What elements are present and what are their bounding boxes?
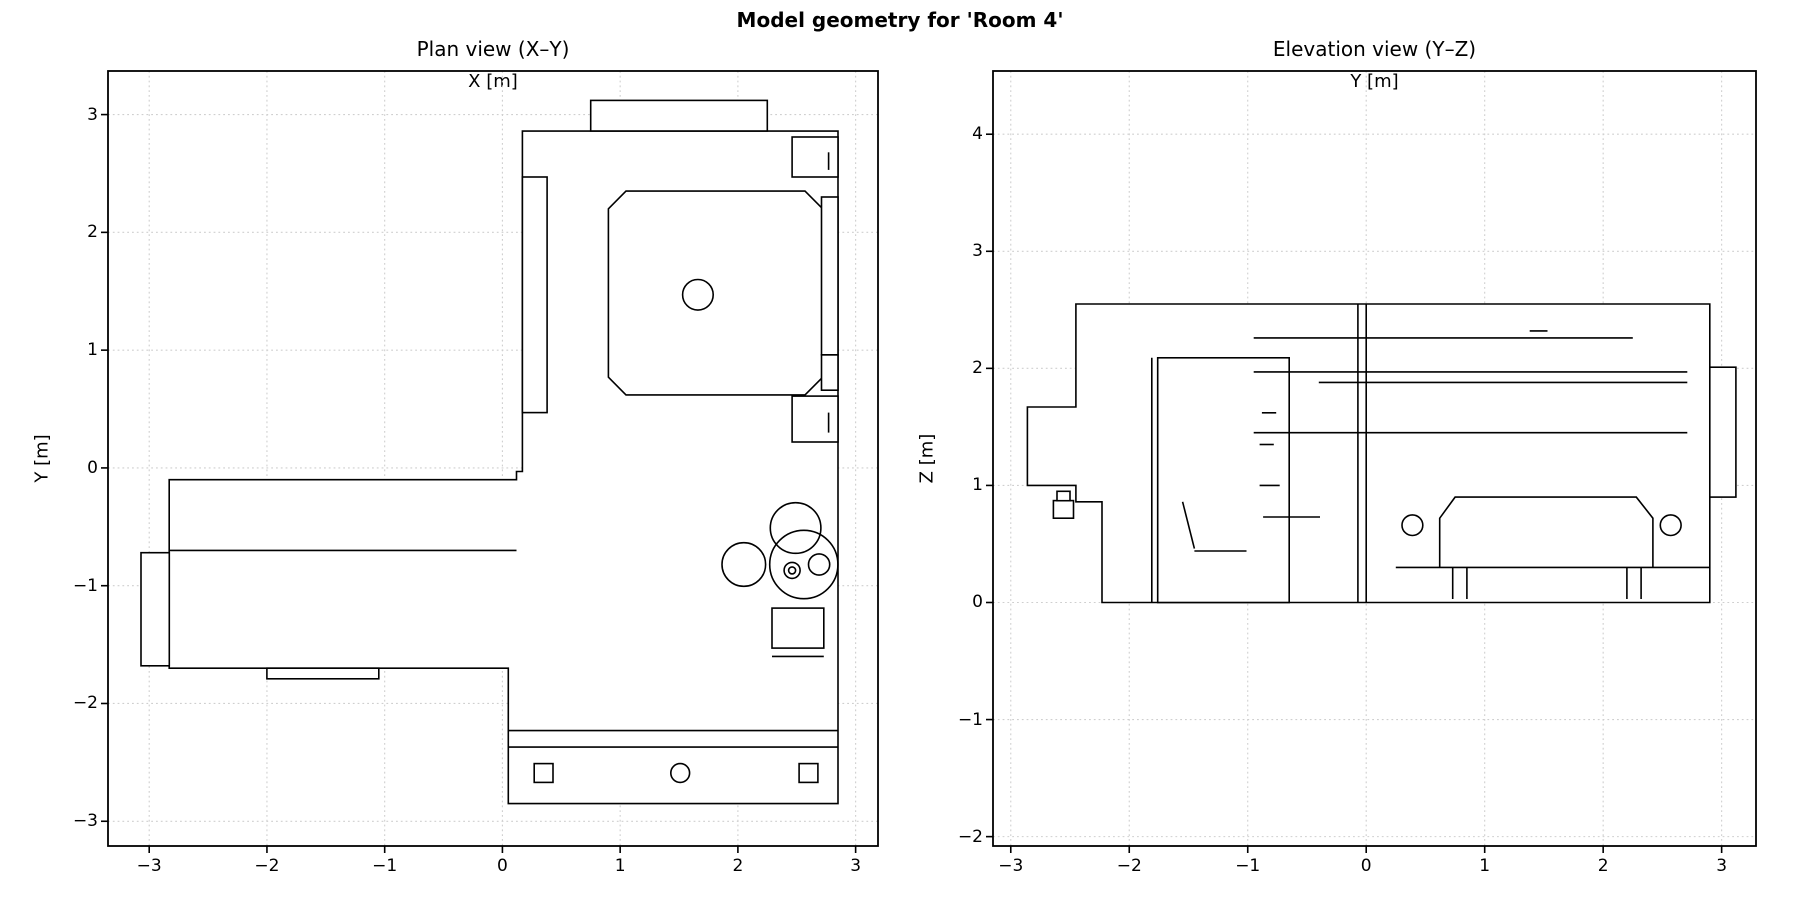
elevation-view-axes: Elevation view (Y–Z) Z [m] Y [m] −3 −2 −1 0…	[917, 37, 1757, 876]
geometry-shape	[771, 607, 825, 649]
y-tick-label: −2	[957, 826, 983, 847]
geometry-shape	[1708, 366, 1737, 498]
y-tick-label: 2	[972, 358, 983, 379]
geometry-shape	[1056, 490, 1071, 502]
geometry-shape	[820, 196, 839, 356]
elevation-view-ylabel: Z [m]	[915, 71, 939, 846]
geometry-shape	[1156, 356, 1290, 604]
geometry-shape	[783, 561, 801, 580]
geometry-shape	[533, 762, 554, 784]
geometry-shape	[1401, 514, 1424, 537]
geometry-shape	[1438, 496, 1654, 568]
geometry-shape	[787, 566, 797, 575]
geometry-shape	[798, 762, 819, 784]
axes-spine	[107, 70, 879, 847]
y-tick-label: 0	[87, 457, 98, 478]
elevation-view-xlabel: Y [m]	[1350, 71, 1399, 92]
x-tick-label: 1	[614, 856, 626, 876]
geometry-shape	[791, 136, 839, 178]
y-tick-label: 2	[87, 222, 98, 243]
plan-view-xlabel: X [m]	[468, 71, 518, 92]
x-tick-label: 1	[1479, 856, 1491, 876]
plan-view-plot-area	[101, 70, 879, 853]
y-tick-label: 1	[87, 340, 98, 361]
y-tick-label: −2	[72, 693, 98, 714]
geometry-shape	[807, 553, 831, 576]
x-tick-label: −2	[1116, 856, 1142, 876]
plan-view-ylabel: Y [m]	[30, 71, 54, 846]
x-tick-label: 3	[1716, 856, 1728, 876]
geometry-shape	[1026, 303, 1711, 604]
y-tick-label: 0	[972, 592, 983, 613]
geometry-shape	[1052, 499, 1075, 520]
geometry-shape	[1659, 514, 1682, 537]
ylabel-text: Z [m]	[916, 433, 938, 484]
y-tick-label: 3	[87, 104, 98, 125]
plan-view-axes: Plan view (X–Y) Y [m] X [m] −3 −2 −1 0 1 2 3 −3…	[32, 37, 879, 876]
geometry-shape	[266, 667, 380, 680]
x-tick-label: −3	[998, 856, 1024, 876]
elevation-view-plot-area	[986, 70, 1757, 853]
x-tick-label: −1	[1235, 856, 1261, 876]
y-tick-label: −1	[72, 575, 98, 596]
geometry-shape	[681, 278, 715, 311]
x-tick-label: 2	[732, 856, 744, 876]
geometry-shape	[669, 762, 691, 784]
y-tick-label: 1	[972, 475, 983, 496]
geometry-shape	[1181, 501, 1196, 549]
geometry-shape	[607, 190, 824, 396]
ylabel-text: Y [m]	[31, 434, 53, 483]
geometry-shape	[769, 501, 822, 555]
geometry-shape	[140, 551, 171, 667]
geometry-shape	[521, 176, 548, 414]
axes-spine	[992, 70, 1757, 847]
geometry-shape	[791, 395, 839, 443]
y-tick-label: 3	[972, 241, 983, 262]
plan-view-title: Plan view (X–Y)	[416, 37, 570, 61]
geometry-shape	[589, 99, 769, 132]
geometry-shape	[768, 529, 839, 600]
y-tick-label: −1	[957, 709, 983, 730]
elevation-view-title: Elevation view (Y–Z)	[1272, 37, 1477, 61]
x-tick-label: −1	[372, 856, 398, 876]
x-tick-label: −3	[136, 856, 162, 876]
x-tick-label: 2	[1597, 856, 1609, 876]
geometry-shape	[721, 541, 767, 588]
x-tick-label: 0	[1360, 856, 1372, 876]
figure-suptitle: Model geometry for 'Room 4'	[736, 8, 1064, 32]
x-tick-label: 3	[850, 856, 862, 876]
geometry-shape	[820, 354, 839, 391]
x-tick-label: 0	[496, 856, 508, 876]
y-tick-label: 4	[972, 124, 983, 145]
x-tick-label: −2	[254, 856, 280, 876]
y-tick-label: −3	[72, 811, 98, 832]
